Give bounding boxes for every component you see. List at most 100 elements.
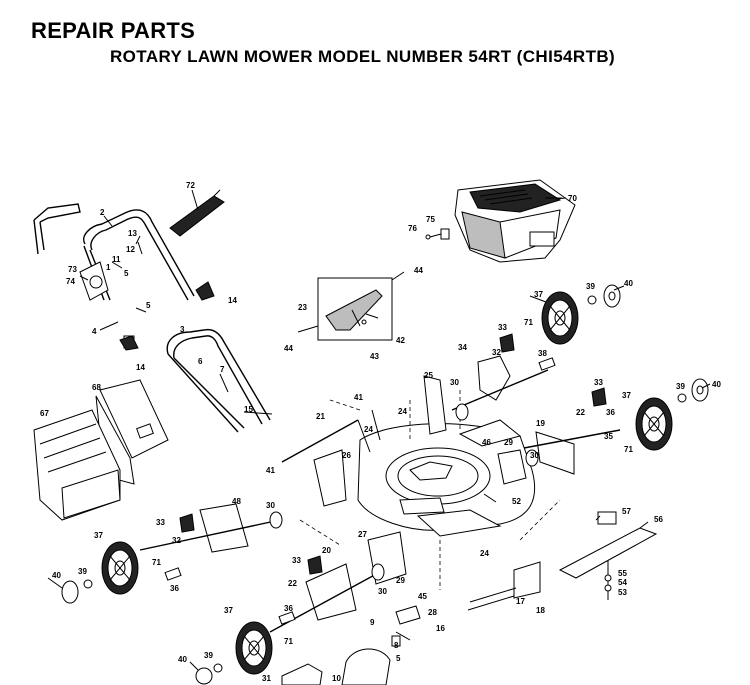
baffle — [467, 561, 541, 611]
callout-36c: 36 — [284, 604, 293, 613]
callout-24a: 24 — [398, 407, 407, 416]
handle-knob-73 — [79, 261, 109, 301]
callout-37d: 37 — [224, 606, 233, 615]
callout-43: 43 — [370, 352, 379, 361]
callout-14a: 14 — [228, 296, 237, 305]
page-title: REPAIR PARTS — [31, 18, 196, 43]
callout-3: 3 — [180, 325, 185, 334]
callout-39c: 39 — [78, 567, 87, 576]
callout-73: 73 — [68, 265, 77, 274]
callout-53: 53 — [618, 588, 627, 597]
callout-28: 28 — [428, 608, 437, 617]
callout-72: 72 — [186, 181, 195, 190]
callout-41b: 41 — [266, 466, 275, 475]
callout-41a: 41 — [354, 393, 363, 402]
callout-13: 13 — [128, 229, 137, 238]
callout-34: 34 — [458, 343, 467, 352]
callout-71c: 71 — [152, 558, 161, 567]
callout-40c: 40 — [52, 571, 61, 580]
callout-68: 68 — [92, 383, 101, 392]
callout-71b: 71 — [624, 445, 633, 454]
callout-32a: 32 — [492, 348, 501, 357]
callout-40a: 40 — [624, 279, 633, 288]
callout-36b: 36 — [170, 584, 179, 593]
callout-35: 35 — [604, 432, 613, 441]
callout-labels: 72 70 75 76 2 13 12 11 1 73 74 5 5 4 14 … — [40, 181, 721, 683]
callout-45: 45 — [418, 592, 427, 601]
grass-deflector — [169, 189, 225, 237]
callout-22a: 22 — [576, 408, 585, 417]
callout-4: 4 — [92, 327, 97, 336]
callout-74: 74 — [66, 277, 75, 286]
wheel-mid-right — [635, 397, 673, 451]
callout-38: 38 — [538, 349, 547, 358]
callout-leaders — [47, 189, 711, 671]
discharge-chute — [281, 648, 391, 685]
upper-handle — [33, 203, 195, 301]
callout-2: 2 — [100, 208, 105, 217]
callout-30d: 30 — [378, 587, 387, 596]
callout-30a: 30 — [450, 378, 459, 387]
callout-56: 56 — [654, 515, 663, 524]
cutting-blade — [558, 511, 658, 600]
callout-19: 19 — [536, 419, 545, 428]
lower-handle — [119, 328, 271, 433]
handle-lower-knob-14a — [195, 281, 215, 301]
axles — [139, 357, 621, 633]
callout-17: 17 — [516, 597, 525, 606]
grass-bag — [33, 379, 169, 521]
callout-14b: 14 — [136, 363, 145, 372]
hubcaps — [61, 284, 709, 685]
callout-24b: 24 — [364, 425, 373, 434]
callout-57: 57 — [622, 507, 631, 516]
callout-71d: 71 — [284, 637, 293, 646]
rear-pivot-rod — [281, 419, 359, 463]
callout-25: 25 — [424, 371, 433, 380]
callout-18: 18 — [536, 606, 545, 615]
callout-11: 11 — [112, 255, 121, 264]
callout-15: 15 — [244, 405, 253, 414]
callout-55: 55 — [618, 569, 627, 578]
callout-33a: 33 — [498, 323, 507, 332]
callout-37c: 37 — [94, 531, 103, 540]
callout-33c: 33 — [156, 518, 165, 527]
callout-26: 26 — [342, 451, 351, 460]
callout-71a: 71 — [524, 318, 533, 327]
callout-52: 52 — [512, 497, 521, 506]
callout-21: 21 — [316, 412, 325, 421]
callout-30b: 30 — [530, 451, 539, 460]
handle-bolts — [99, 241, 273, 415]
wheel-bottom — [235, 621, 273, 675]
callout-7: 7 — [220, 365, 225, 374]
callout-37b: 37 — [622, 391, 631, 400]
callout-23: 23 — [298, 303, 307, 312]
callout-36a: 36 — [606, 408, 615, 417]
wheel-left — [101, 541, 139, 595]
callout-33d: 33 — [292, 556, 301, 565]
callout-5a: 5 — [124, 269, 129, 278]
callout-27: 27 — [358, 530, 367, 539]
callout-31: 31 — [262, 674, 271, 683]
mower-deck — [357, 409, 536, 537]
callout-8: 8 — [394, 641, 399, 650]
height-adjust-brackets — [199, 355, 575, 621]
callout-46: 46 — [482, 438, 491, 447]
callout-48: 48 — [232, 497, 241, 506]
engine-illustration — [454, 179, 576, 263]
callout-39b: 39 — [676, 382, 685, 391]
callout-16: 16 — [436, 624, 445, 633]
callout-44b: 44 — [284, 344, 293, 353]
callout-30c: 30 — [266, 501, 275, 510]
callout-12: 12 — [126, 245, 135, 254]
callout-39d: 39 — [204, 651, 213, 660]
cable-bracket — [391, 605, 421, 647]
callout-54: 54 — [618, 578, 627, 587]
callout-1: 1 — [106, 263, 111, 272]
wheel-upper-right — [541, 291, 579, 345]
callout-6: 6 — [198, 357, 203, 366]
callout-22b: 22 — [288, 579, 297, 588]
callout-20: 20 — [322, 546, 331, 555]
callout-5b: 5 — [146, 301, 151, 310]
callout-29a: 29 — [504, 438, 513, 447]
height-adjuster-inset — [297, 277, 393, 341]
